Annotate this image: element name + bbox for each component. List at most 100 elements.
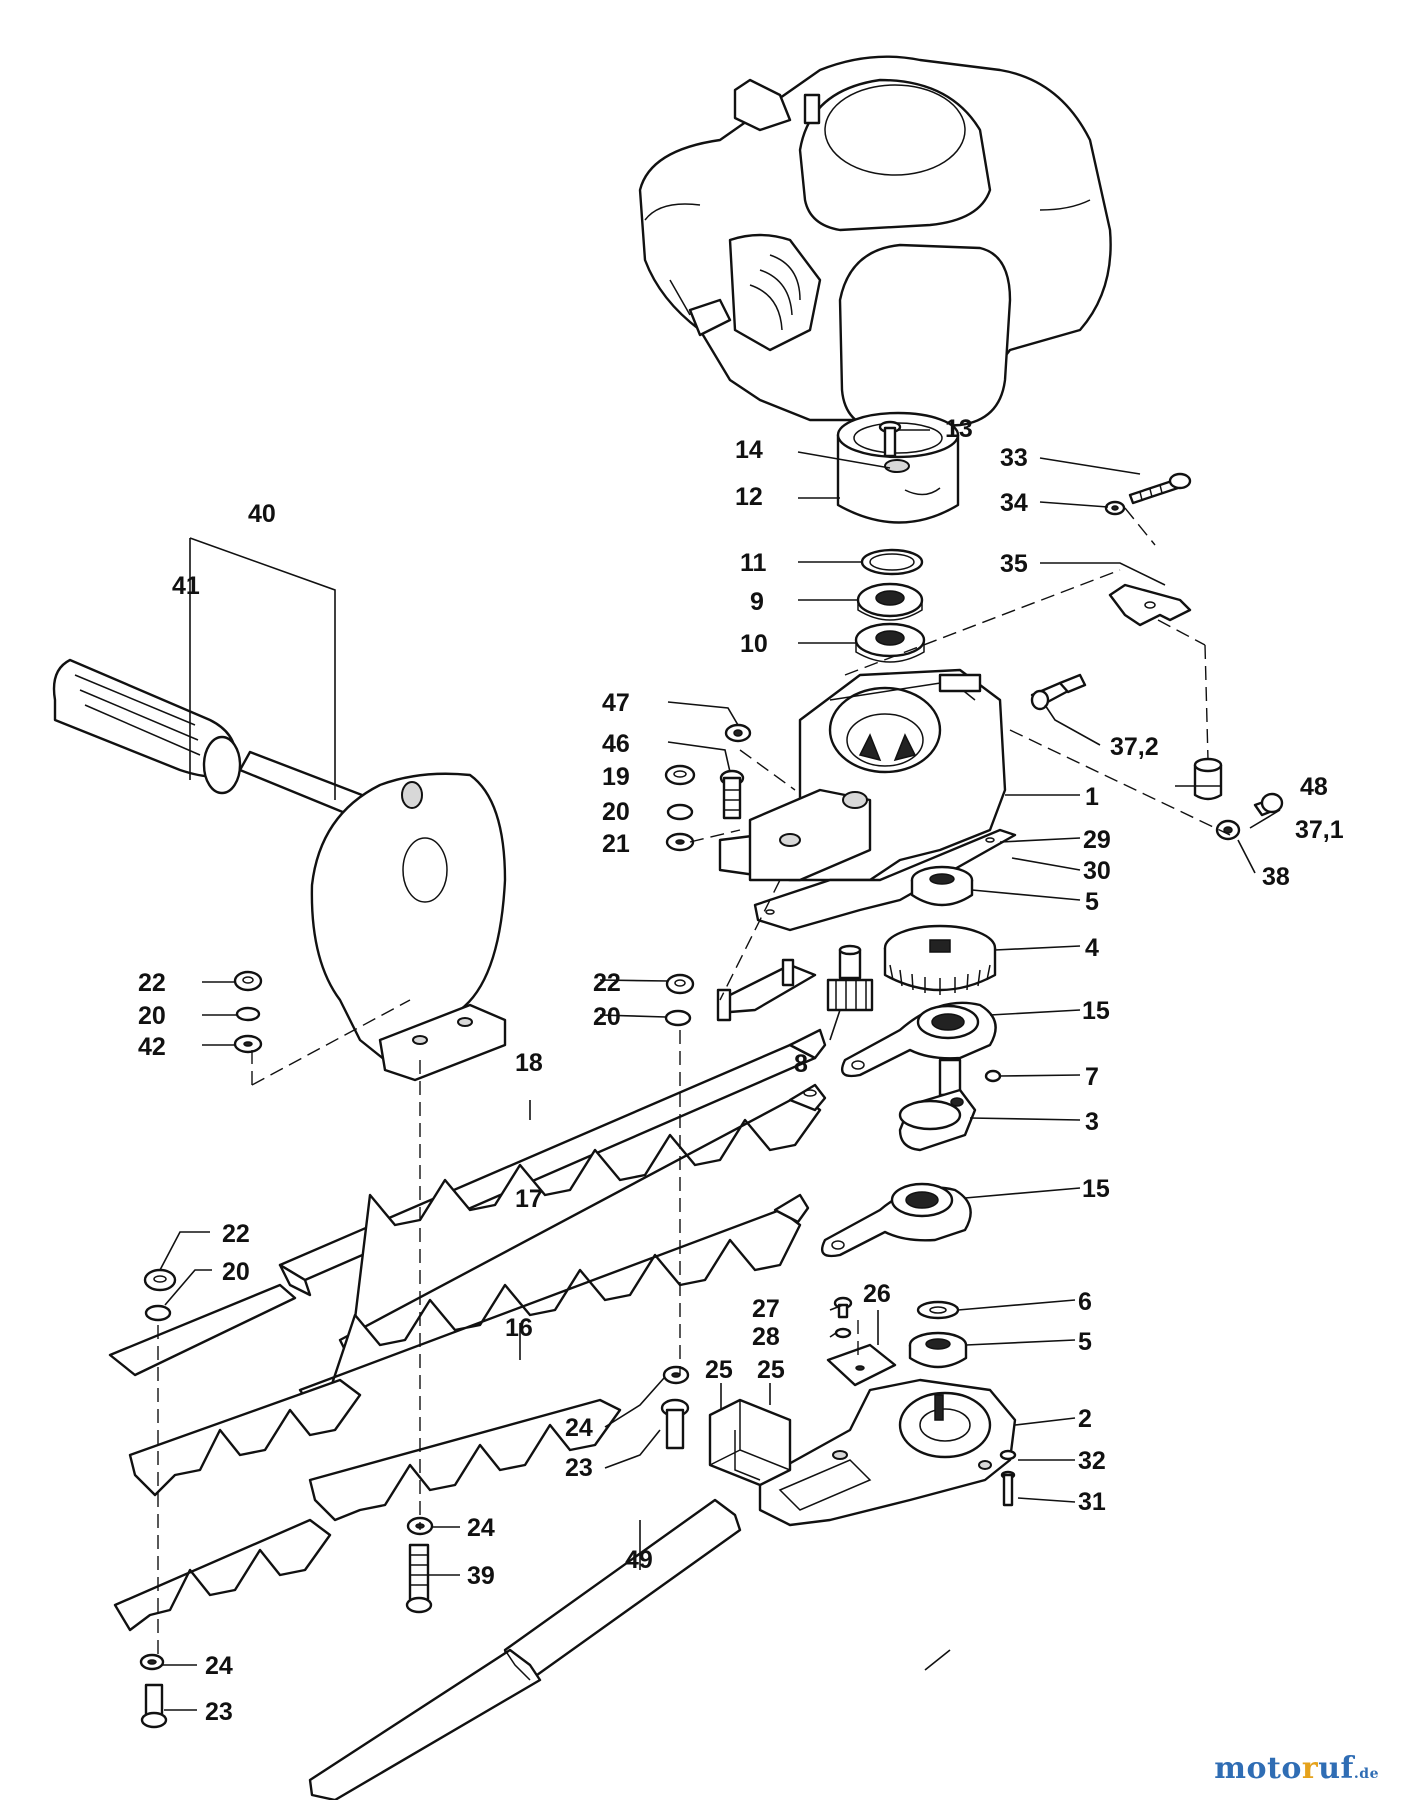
label-28: 28 <box>752 1323 780 1351</box>
conn-rod-15-bottom <box>820 1182 972 1258</box>
screw-31-32 <box>999 1449 1017 1507</box>
bracket-35 <box>1108 583 1192 627</box>
label-37-1: 37,1 <box>1295 816 1344 844</box>
blade-17 <box>338 1083 827 1362</box>
label-4: 4 <box>1085 934 1099 962</box>
blocks-25 <box>708 1398 792 1487</box>
label-37-2: 37,2 <box>1110 733 1159 761</box>
label-35: 35 <box>1000 550 1028 578</box>
ring-11 <box>860 548 924 576</box>
washer-6 <box>916 1300 960 1320</box>
label-6: 6 <box>1078 1288 1092 1316</box>
part-labels: 13 14 12 33 34 35 40 41 11 9 10 47 46 19… <box>138 415 1344 1726</box>
lower-housing-2 <box>758 1378 1017 1527</box>
screw-13 <box>878 420 902 458</box>
label-46: 46 <box>602 730 630 758</box>
spacer-48 <box>1193 757 1223 801</box>
bolt-23a <box>660 1398 690 1450</box>
label-3: 3 <box>1085 1108 1099 1136</box>
label-20a: 20 <box>602 798 630 826</box>
washer-38 <box>1215 819 1241 841</box>
nut-22-left <box>233 970 263 992</box>
label-47: 47 <box>602 689 630 717</box>
label-22a: 22 <box>138 969 166 997</box>
bearing-9 <box>856 582 924 621</box>
handle-assembly <box>52 658 507 1082</box>
bolt-23b <box>140 1683 168 1729</box>
gear-housing-1 <box>718 668 1007 882</box>
label-38: 38 <box>1262 863 1290 891</box>
bearing-10 <box>854 622 926 663</box>
pinion-8 <box>826 944 874 1012</box>
pin-7 <box>984 1069 1002 1083</box>
blade-16 <box>298 1193 810 1422</box>
bearing-5-bottom <box>908 1331 968 1369</box>
label-23a: 23 <box>565 1454 593 1482</box>
screw-46 <box>719 769 745 820</box>
label-5a: 5 <box>1085 888 1099 916</box>
label-18: 18 <box>515 1049 543 1077</box>
washer-24a <box>662 1365 690 1385</box>
label-42: 42 <box>138 1033 166 1061</box>
label-22b: 22 <box>593 969 621 997</box>
label-25a: 25 <box>705 1356 733 1384</box>
label-24a: 24 <box>565 1414 593 1442</box>
washer-20-lower <box>144 1304 172 1322</box>
watermark-logo: motoruf.de <box>1214 1751 1379 1786</box>
label-2: 2 <box>1078 1405 1092 1433</box>
label-30: 30 <box>1083 857 1111 885</box>
blade-lower-1 <box>128 1378 362 1497</box>
spring-washer-20a <box>666 803 694 821</box>
spring-washer-20-left <box>235 1006 261 1022</box>
label-14: 14 <box>735 436 763 464</box>
label-49: 49 <box>625 1546 653 1574</box>
label-7: 7 <box>1085 1063 1099 1091</box>
nut-19 <box>664 764 696 786</box>
label-25b: 25 <box>757 1356 785 1384</box>
label-31: 31 <box>1078 1488 1106 1516</box>
label-5b: 5 <box>1078 1328 1092 1356</box>
label-29: 29 <box>1083 826 1111 854</box>
label-19: 19 <box>602 763 630 791</box>
watermark-domain: .de <box>1353 1766 1379 1782</box>
label-26: 26 <box>863 1280 891 1308</box>
blade-lower-mid <box>308 1398 622 1522</box>
label-39: 39 <box>467 1562 495 1590</box>
blade-upper-plate <box>108 1283 297 1377</box>
label-9: 9 <box>750 588 764 616</box>
label-8: 8 <box>794 1050 808 1078</box>
label-20d: 20 <box>222 1258 250 1286</box>
label-15b: 15 <box>1082 1175 1110 1203</box>
clutch-drum <box>836 411 960 524</box>
label-21: 21 <box>602 830 630 858</box>
label-23b: 23 <box>205 1698 233 1726</box>
gasket-29-30 <box>753 828 1017 932</box>
label-22c: 22 <box>222 1220 250 1248</box>
label-15a: 15 <box>1082 997 1110 1025</box>
label-10: 10 <box>740 630 768 658</box>
watermark-prefix: moto <box>1214 1751 1302 1786</box>
label-41: 41 <box>172 572 200 600</box>
watermark-highlight: r <box>1301 1751 1319 1786</box>
label-20c: 20 <box>593 1003 621 1031</box>
label-32: 32 <box>1078 1447 1106 1475</box>
engine-assembly <box>638 55 1112 432</box>
label-24b: 24 <box>467 1514 495 1542</box>
label-40: 40 <box>248 500 276 528</box>
assembly-lines <box>157 507 1231 1660</box>
washer-42 <box>233 1034 263 1054</box>
blade-guard-49 <box>308 1498 742 1800</box>
label-11: 11 <box>740 549 767 577</box>
bolt-39 <box>405 1543 433 1614</box>
cover-26 <box>826 1343 897 1387</box>
watermark-suffix: uf <box>1318 1751 1354 1786</box>
nut-22-mid <box>665 973 695 995</box>
screw-27-28 <box>833 1296 853 1339</box>
washer-21 <box>665 832 695 852</box>
screw-33 <box>1128 472 1192 505</box>
label-1: 1 <box>1085 783 1099 811</box>
label-13: 13 <box>945 415 973 443</box>
washer-24c <box>139 1653 165 1671</box>
bearing-5-top <box>910 865 974 907</box>
